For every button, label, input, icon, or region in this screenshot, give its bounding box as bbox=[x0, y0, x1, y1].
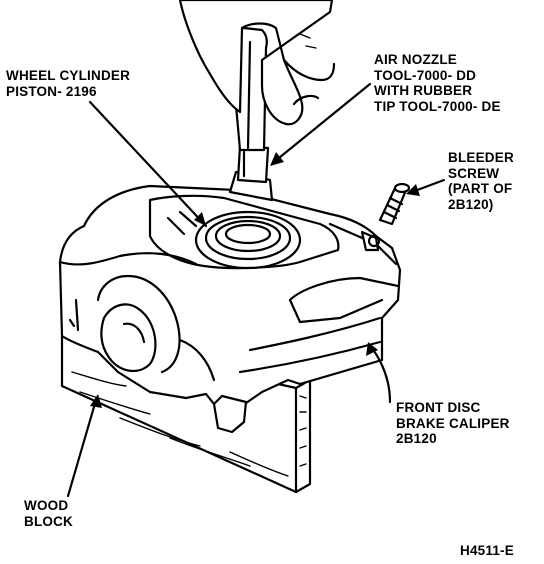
label-front-disc-brake-caliper: FRONT DISC BRAKE CALIPER 2B120 bbox=[396, 400, 510, 446]
label-wheel-cylinder-piston: WHEEL CYLINDER PISTON- 2196 bbox=[6, 68, 131, 99]
hand-and-nozzle-drawing bbox=[178, 0, 336, 202]
bleeder-screw-icon bbox=[378, 182, 411, 226]
leader-arrows bbox=[66, 82, 446, 498]
figure-code: H4511-E bbox=[460, 543, 514, 558]
caliper-drawing bbox=[58, 184, 402, 434]
label-wood-block: WOOD BLOCK bbox=[24, 498, 73, 529]
label-air-nozzle-tool: AIR NOZZLE TOOL-7000- DD WITH RUBBER TIP… bbox=[374, 52, 501, 114]
label-bleeder-screw: BLEEDER SCREW (PART OF 2B120) bbox=[448, 150, 514, 212]
